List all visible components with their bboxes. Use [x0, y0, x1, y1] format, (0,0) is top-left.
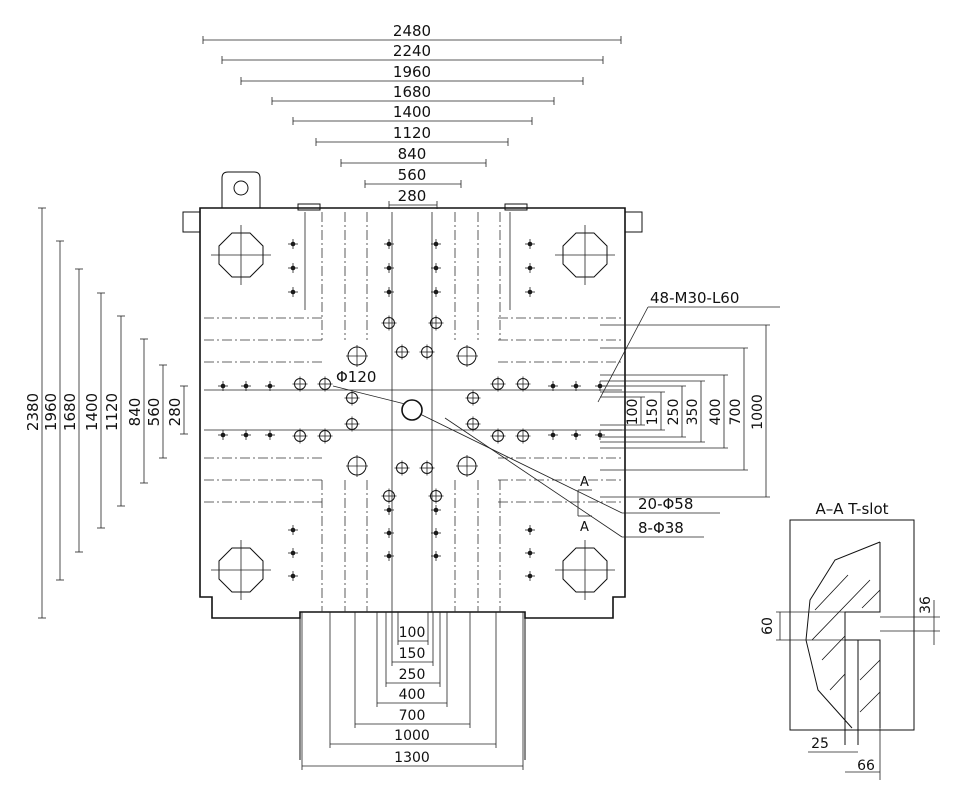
dim-left-1400: 1400 — [83, 393, 101, 431]
dim-top-560: 560 — [398, 166, 427, 184]
dim-left-1960: 1960 — [42, 393, 60, 431]
mounting-holes — [218, 239, 605, 581]
dim-bottom-250: 250 — [399, 667, 426, 683]
dim-right-100: 100 — [625, 399, 641, 426]
tie-bar-bl — [211, 540, 271, 600]
section-mark-bottom: A — [580, 520, 589, 535]
dim-bottom-150: 150 — [399, 646, 426, 662]
center-hole — [401, 399, 423, 421]
dim-left-280: 280 — [166, 398, 184, 427]
callout-holes-large: 20-Φ58 — [638, 495, 693, 513]
dim-left-1680: 1680 — [61, 393, 79, 431]
dim-top-2240: 2240 — [393, 42, 431, 60]
dim-right-1000: 1000 — [750, 394, 766, 430]
top-dimensions: 2480 2240 1960 1680 1400 1120 840 560 28… — [202, 22, 622, 209]
left-dimensions: 2380 1960 1680 1400 1120 840 560 280 — [24, 207, 188, 619]
section-title: A–A T-slot — [815, 500, 888, 518]
callout-holes-small: 8-Φ38 — [638, 519, 684, 537]
tie-bar-tr — [555, 225, 615, 285]
platen-outline — [182, 171, 643, 760]
dim-right-250: 250 — [666, 399, 682, 426]
bottom-dimensions: 100 150 250 400 700 1000 1300 — [301, 612, 524, 770]
dim-bottom-1300: 1300 — [394, 750, 430, 766]
dim-bottom-1000: 1000 — [394, 728, 430, 744]
right-dimensions: 100 150 250 350 400 700 1000 — [600, 324, 770, 498]
section-dim-36: 36 — [918, 596, 934, 614]
dim-bottom-400: 400 — [399, 687, 426, 703]
t-slots — [204, 212, 622, 612]
section-dim-66: 66 — [857, 758, 875, 774]
dim-top-840: 840 — [398, 145, 427, 163]
section-mark-top: A — [580, 475, 589, 490]
dim-right-150: 150 — [645, 399, 661, 426]
section-dim-25: 25 — [811, 736, 829, 752]
dim-top-1120: 1120 — [393, 124, 431, 142]
dim-top-2480: 2480 — [393, 22, 431, 40]
callouts: 48-M30-L60 Φ120 20-Φ58 8-Φ38 A A — [332, 289, 780, 538]
dim-left-840: 840 — [126, 398, 144, 427]
dim-top-1400: 1400 — [393, 103, 431, 121]
dim-top-1680: 1680 — [393, 83, 431, 101]
dim-right-350: 350 — [685, 399, 701, 426]
dim-left-560: 560 — [145, 398, 163, 427]
tie-bar-br — [555, 540, 615, 600]
dim-bottom-700: 700 — [399, 708, 426, 724]
dim-left-2380: 2380 — [24, 393, 42, 431]
dim-top-280: 280 — [398, 187, 427, 205]
dim-right-400: 400 — [708, 399, 724, 426]
dim-top-1960: 1960 — [393, 63, 431, 81]
dim-bottom-100: 100 — [399, 625, 426, 641]
section-detail: A–A T-slot 60 36 25 66 — [760, 500, 940, 780]
callout-center-hole: Φ120 — [336, 368, 376, 386]
section-dim-60: 60 — [760, 617, 776, 635]
dim-left-1120: 1120 — [103, 393, 121, 431]
tie-bar-tl — [211, 225, 271, 285]
callout-bolt-holes: 48-M30-L60 — [650, 289, 739, 307]
tie-bar-holes — [211, 225, 615, 600]
dim-right-700: 700 — [728, 399, 744, 426]
